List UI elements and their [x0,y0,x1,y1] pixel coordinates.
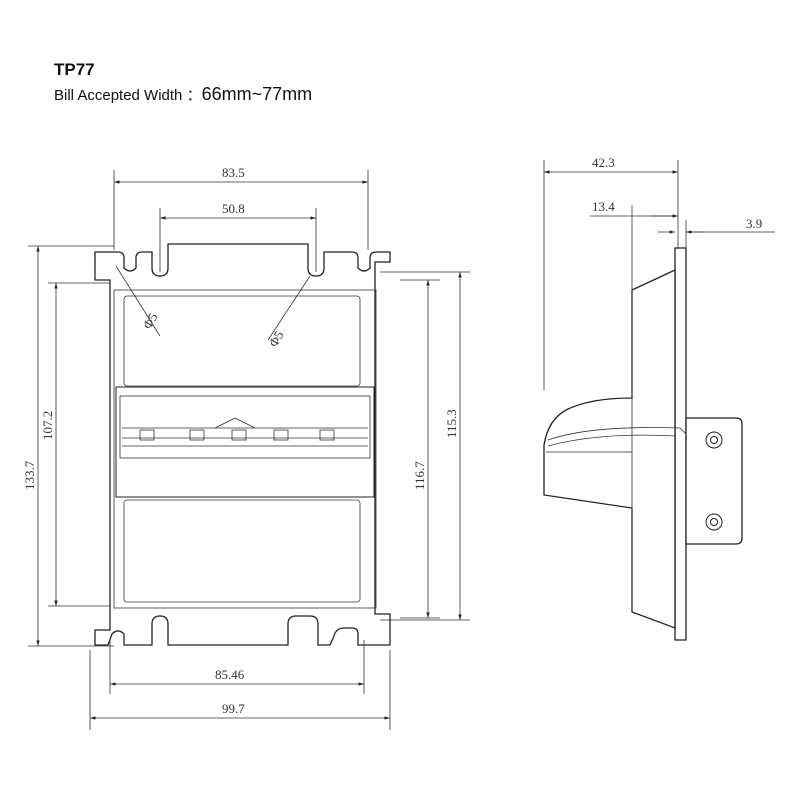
dim-slot-spacing: 50.8 [222,201,245,216]
bracket-hole-lower [705,513,723,531]
bill-width-value: 66mm~77mm [201,84,313,104]
hole-dia-left-label: Φ5 [140,310,161,331]
dim-side-offset: 13.4 [592,199,615,214]
slot-arrow-mark [214,417,256,429]
bracket-hole-upper [705,431,723,449]
front-body-outline [113,289,377,609]
hole-dia-right-label: Φ5 [266,328,287,349]
bill-width-line: Bill Accepted Width ：66mm~77mm [54,84,312,105]
dim-bottom-width: 85.46 [215,667,245,682]
bill-width-label: Bill Accepted Width [54,87,183,104]
side-plate [674,247,687,641]
bill-width-separator: ： [186,87,202,104]
front-view: Φ5 Φ5 83.5 50.8 133.7 107.2 [22,165,470,730]
dim-side-depth: 42.3 [592,155,615,170]
upper-window [123,295,361,387]
side-bracket [685,417,743,545]
dim-top-width: 83.5 [222,165,245,180]
bill-path-curve [547,427,701,449]
bill-slot-inner [119,395,371,459]
dim-overall-height: 133.7 [22,460,37,490]
side-body-profile [543,268,676,629]
dim-plate-thickness: 3.9 [746,216,762,231]
dim-inner-height: 107.2 [40,411,55,440]
lower-window [123,499,361,603]
side-view: 42.3 13.4 3.9 [543,155,775,641]
front-plate-outline [94,243,391,646]
model-title: TP77 [54,60,95,79]
bill-slot-band [115,386,375,498]
dim-right-height-a: 116.7 [412,461,427,490]
dim-overall-width: 99.7 [222,701,245,716]
dim-right-height-b: 115.3 [444,409,459,438]
